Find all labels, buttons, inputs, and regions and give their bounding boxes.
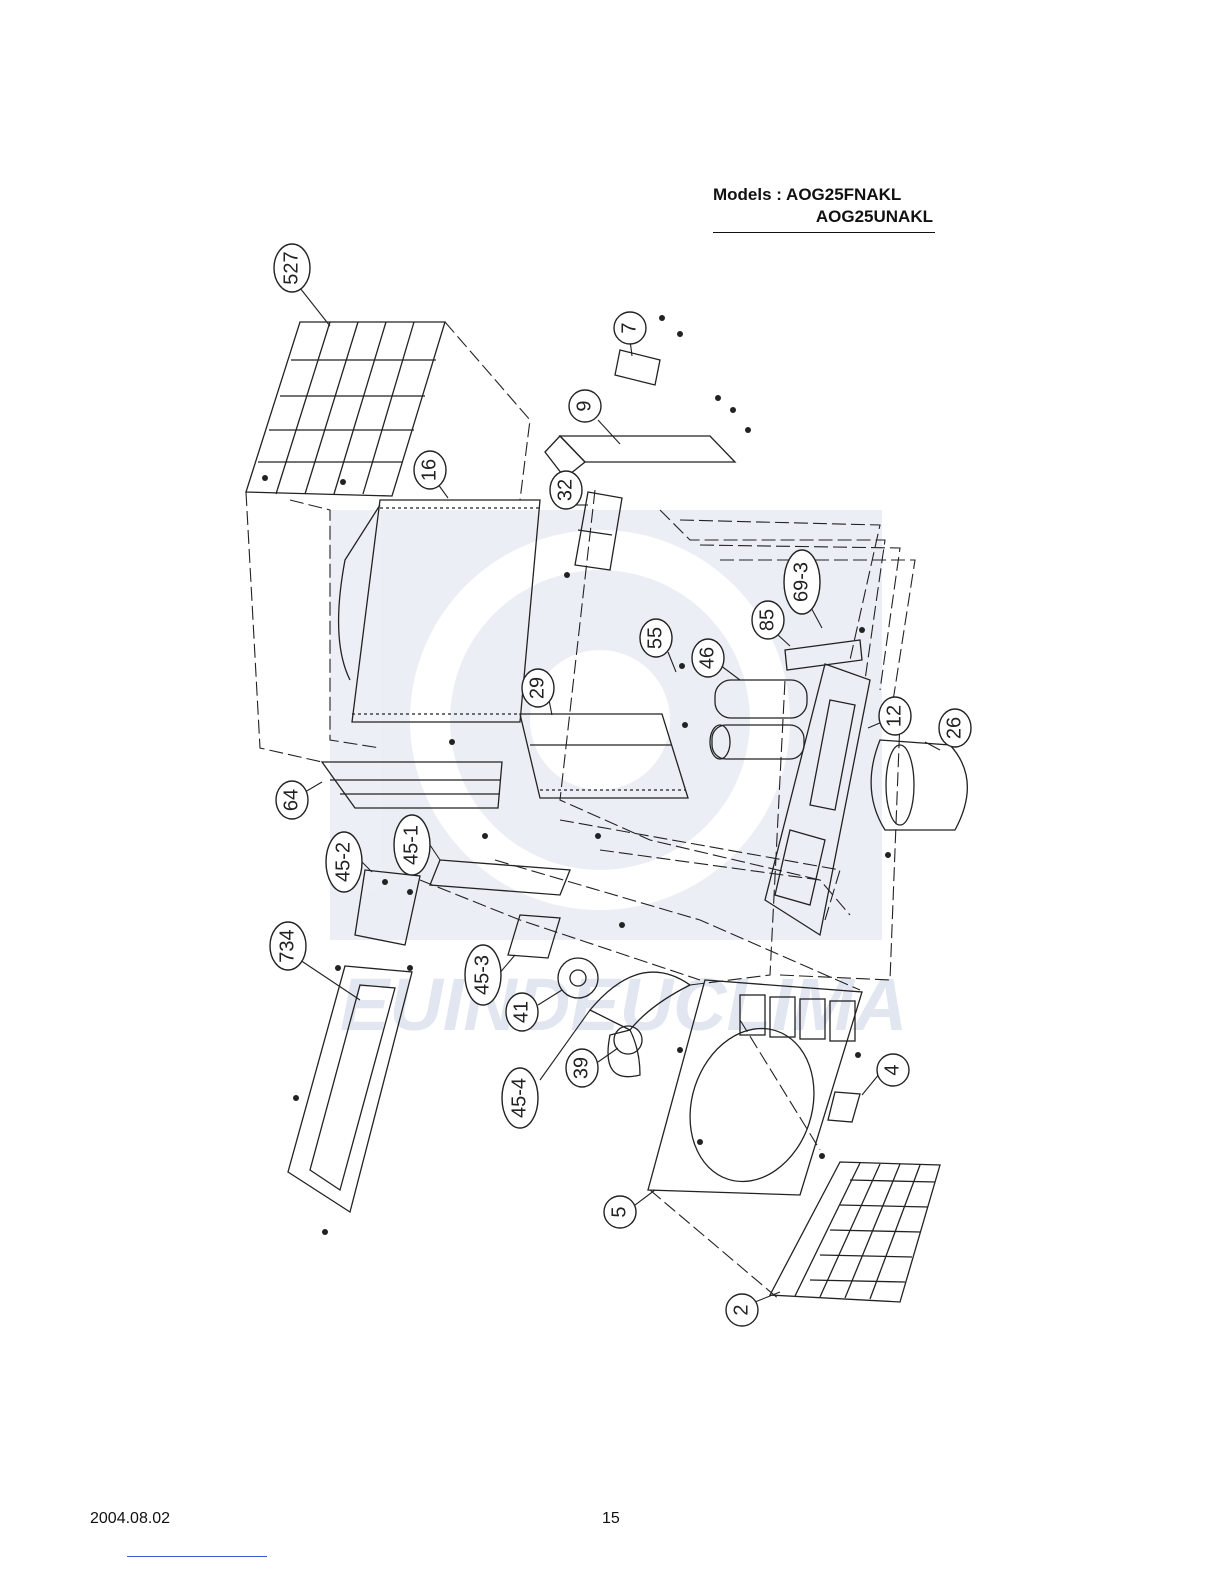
svg-text:734: 734 [276, 929, 298, 962]
callout-45-3: 45-3 [465, 945, 501, 1005]
callout-45-4: 45-4 [502, 1068, 538, 1128]
svg-text:527: 527 [280, 251, 302, 284]
callout-527: 527 [274, 244, 310, 292]
svg-text:85: 85 [756, 609, 778, 631]
callout-45-2: 45-2 [326, 832, 362, 892]
callout-2: 2 [726, 1294, 758, 1326]
callout-5: 5 [604, 1196, 636, 1228]
svg-text:45-3: 45-3 [471, 955, 493, 995]
part-9-top-bracket [545, 436, 735, 478]
watermark-logo: EUINDEUCLIMA [330, 510, 907, 1046]
callout-7: 7 [614, 312, 646, 344]
svg-text:12: 12 [883, 705, 905, 727]
svg-text:69-3: 69-3 [790, 562, 812, 602]
svg-text:5: 5 [608, 1206, 630, 1217]
callout-45-1: 45-1 [394, 815, 430, 875]
callout-46: 46 [692, 639, 724, 677]
svg-text:45-1: 45-1 [400, 825, 422, 865]
part-7-bracket [615, 350, 660, 385]
part-2-fan-grille [770, 1162, 940, 1302]
callout-29: 29 [522, 669, 554, 707]
footer-link-underline[interactable] [127, 1556, 267, 1557]
callout-12: 12 [879, 697, 911, 735]
callout-64: 64 [276, 781, 308, 819]
part-4-label [828, 1092, 860, 1122]
callout-734: 734 [270, 922, 306, 970]
callout-9: 9 [569, 390, 601, 422]
svg-text:41: 41 [510, 1001, 532, 1023]
callout-69-3: 69-3 [784, 550, 820, 614]
svg-text:55: 55 [644, 627, 666, 649]
callout-85: 85 [752, 601, 784, 639]
callout-26: 26 [939, 709, 971, 747]
svg-text:64: 64 [280, 789, 302, 811]
watermark-text: EUINDEUCLIMA [340, 963, 907, 1046]
callout-4: 4 [877, 1054, 909, 1086]
svg-text:29: 29 [526, 677, 548, 699]
svg-text:7: 7 [618, 322, 640, 333]
callout-32: 32 [550, 471, 582, 509]
callout-16: 16 [414, 451, 446, 489]
svg-text:2: 2 [730, 1304, 752, 1315]
svg-text:16: 16 [418, 459, 440, 481]
callout-55: 55 [640, 619, 672, 657]
callout-39: 39 [566, 1049, 598, 1087]
svg-text:46: 46 [696, 647, 718, 669]
svg-text:32: 32 [554, 479, 576, 501]
svg-text:39: 39 [570, 1057, 592, 1079]
part-26-fan-guard-ring [871, 740, 967, 830]
footer-date: 2004.08.02 [90, 1510, 170, 1528]
svg-text:45-4: 45-4 [508, 1078, 530, 1118]
svg-text:45-2: 45-2 [332, 842, 354, 882]
svg-text:26: 26 [943, 717, 965, 739]
page-number: 15 [602, 1510, 620, 1528]
svg-text:4: 4 [881, 1064, 903, 1075]
svg-text:9: 9 [573, 400, 595, 411]
callout-41: 41 [506, 993, 538, 1031]
